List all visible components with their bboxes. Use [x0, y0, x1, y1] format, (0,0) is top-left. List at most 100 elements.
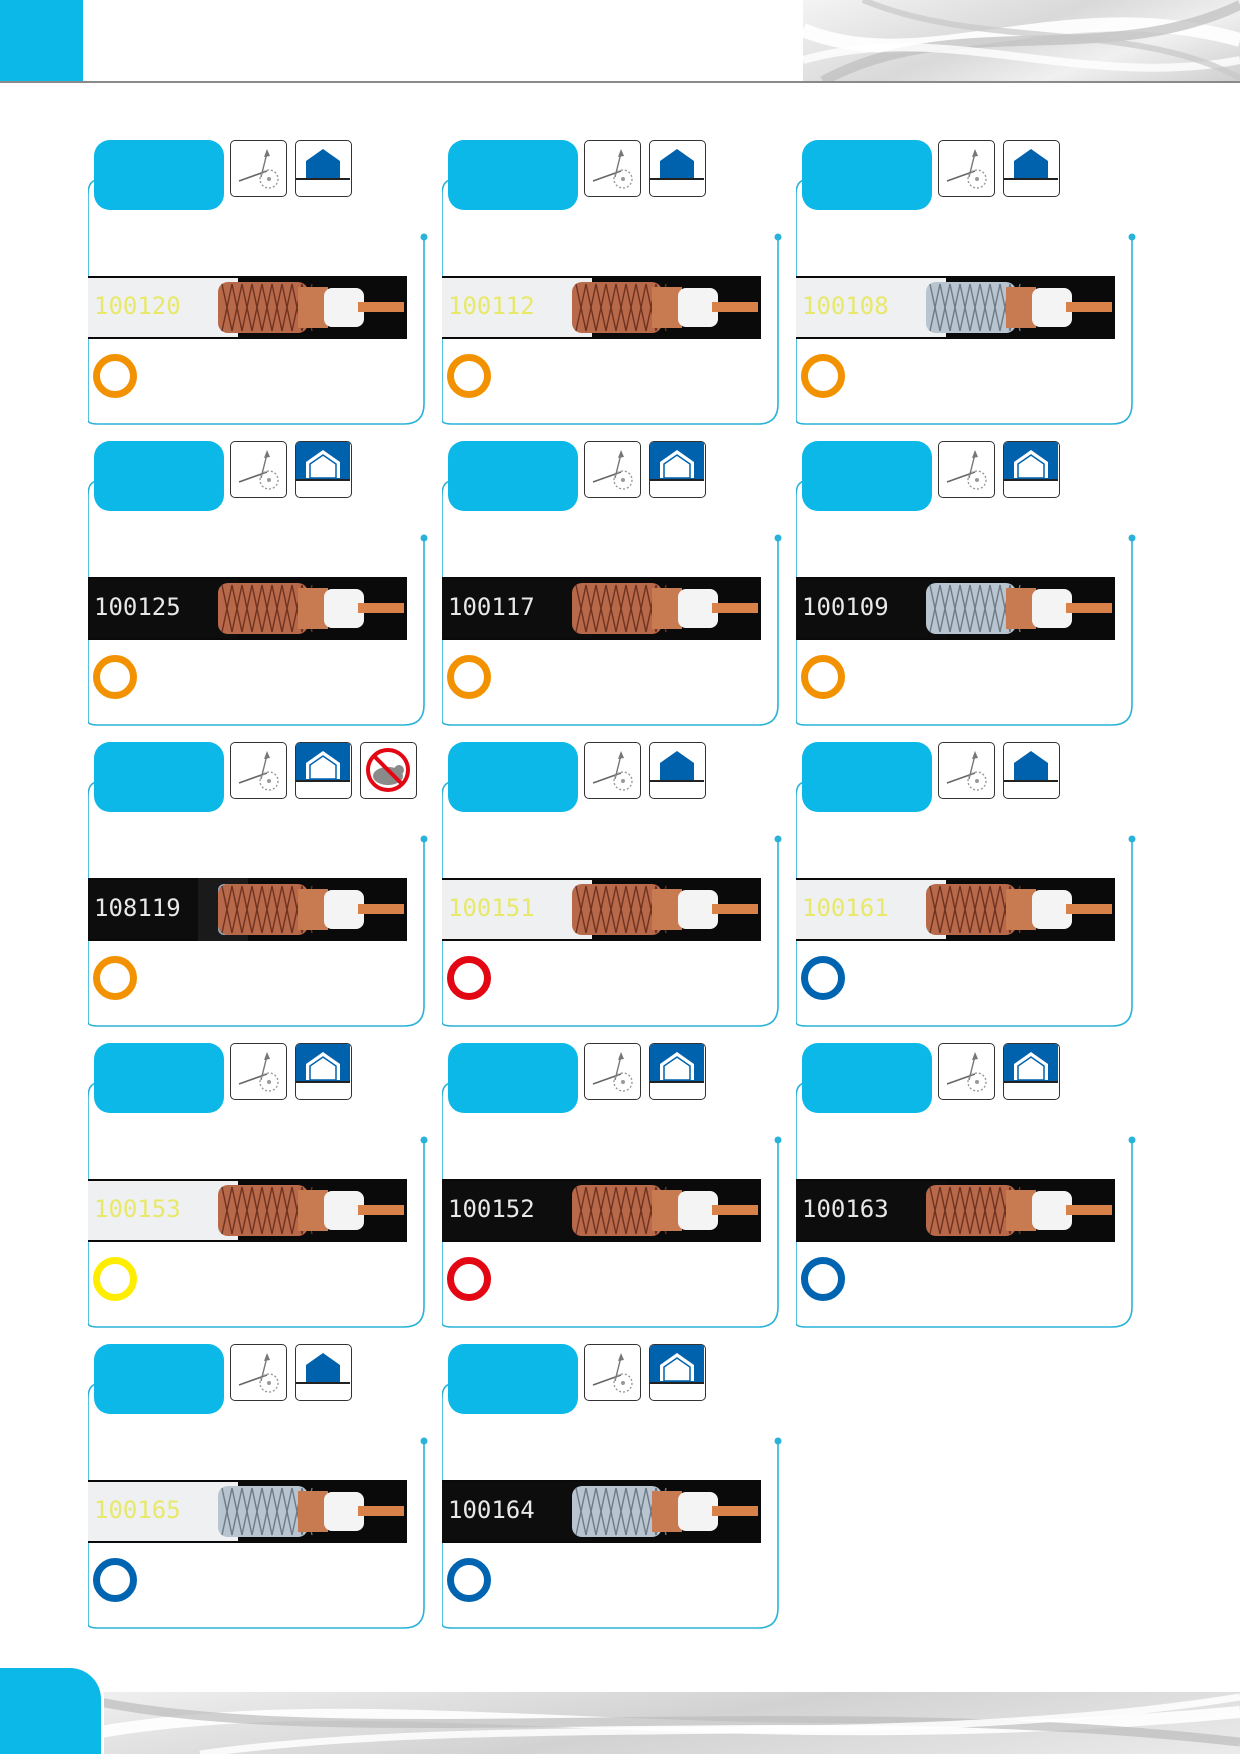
color-class-ring [93, 1558, 137, 1602]
color-class-ring [93, 956, 137, 1000]
cable-cross-section-image: 108119 [88, 878, 407, 941]
product-code: 100117 [448, 593, 535, 621]
cable-cross-section-image: 100108 [796, 276, 1115, 339]
product-card: 100164 [442, 1344, 782, 1634]
product-label-tab [802, 140, 932, 210]
product-label-tab [448, 441, 578, 511]
product-label-tab [448, 742, 578, 812]
product-label-tab [94, 140, 224, 210]
product-label-tab [802, 742, 932, 812]
header-rule [0, 81, 1240, 83]
house-icon [295, 1043, 352, 1100]
card-frame [88, 1383, 428, 1629]
color-class-ring [447, 1558, 491, 1602]
cable-cross-section-image: 100151 [442, 878, 761, 941]
card-frame [442, 1383, 782, 1629]
cable-cross-section-image: 100165 [88, 1480, 407, 1543]
product-card: 100109 [796, 441, 1136, 731]
product-code: 100151 [448, 894, 535, 922]
house-icon [1003, 140, 1060, 197]
color-class-ring [801, 354, 845, 398]
product-label-tab [448, 140, 578, 210]
card-frame [88, 480, 428, 726]
card-frame [442, 179, 782, 425]
house-icon [295, 1344, 352, 1401]
product-code: 100153 [94, 1195, 181, 1223]
product-code: 100120 [94, 292, 181, 320]
house-icon [649, 441, 706, 498]
color-class-ring [801, 956, 845, 1000]
cable-cross-section-image: 100161 [796, 878, 1115, 941]
product-card: 100163 [796, 1043, 1136, 1333]
color-class-ring [447, 354, 491, 398]
bend-radius-icon [584, 1344, 641, 1401]
bend-radius-icon [584, 441, 641, 498]
bend-radius-icon [938, 1043, 995, 1100]
bend-radius-icon [584, 1043, 641, 1100]
house-icon [1003, 441, 1060, 498]
product-code: 100163 [802, 1195, 889, 1223]
house-icon [295, 742, 352, 799]
product-label-tab [94, 441, 224, 511]
product-code: 100165 [94, 1496, 181, 1524]
product-card: 100112 [442, 140, 782, 430]
product-label-tab [94, 1344, 224, 1414]
product-code: 100164 [448, 1496, 535, 1524]
product-label-tab [802, 441, 932, 511]
header-cable-graphic [803, 0, 1240, 81]
product-card: 108119 [88, 742, 428, 1032]
color-class-ring [93, 655, 137, 699]
card-frame [442, 480, 782, 726]
card-frame [88, 781, 428, 1027]
color-class-ring [447, 956, 491, 1000]
product-code: 100109 [802, 593, 889, 621]
bend-radius-icon [938, 441, 995, 498]
house-icon [649, 1344, 706, 1401]
color-class-ring [801, 1257, 845, 1301]
cable-cross-section-image: 100163 [796, 1179, 1115, 1242]
product-card: 100117 [442, 441, 782, 731]
color-class-ring [447, 655, 491, 699]
house-icon [1003, 742, 1060, 799]
color-class-ring [447, 1257, 491, 1301]
card-frame [796, 480, 1136, 726]
product-label-tab [448, 1043, 578, 1113]
cable-cross-section-image: 100112 [442, 276, 761, 339]
bend-radius-icon [938, 742, 995, 799]
cable-cross-section-image: 100120 [88, 276, 407, 339]
cable-cross-section-image: 100164 [442, 1480, 761, 1543]
cable-cross-section-image: 100125 [88, 577, 407, 640]
bend-radius-icon [938, 140, 995, 197]
rodent-protection-icon [360, 742, 417, 799]
product-card: 100120 [88, 140, 428, 430]
house-icon [649, 742, 706, 799]
product-card: 100165 [88, 1344, 428, 1634]
house-icon [649, 140, 706, 197]
card-frame [88, 179, 428, 425]
product-label-tab [94, 742, 224, 812]
card-frame [796, 179, 1136, 425]
card-frame [442, 1082, 782, 1328]
footer-cable-graphic [100, 1692, 1240, 1754]
product-card: 100153 [88, 1043, 428, 1333]
product-label-tab [448, 1344, 578, 1414]
cable-cross-section-image: 100152 [442, 1179, 761, 1242]
bend-radius-icon [230, 1043, 287, 1100]
product-card: 100151 [442, 742, 782, 1032]
cable-cross-section-image: 100109 [796, 577, 1115, 640]
bend-radius-icon [584, 742, 641, 799]
card-frame [796, 781, 1136, 1027]
cable-cross-section-image: 100153 [88, 1179, 407, 1242]
product-label-tab [94, 1043, 224, 1113]
product-card: 100125 [88, 441, 428, 731]
product-card: 100108 [796, 140, 1136, 430]
card-frame [88, 1082, 428, 1328]
color-class-ring [801, 655, 845, 699]
bend-radius-icon [584, 140, 641, 197]
color-class-ring [93, 1257, 137, 1301]
header-accent-block [0, 0, 83, 82]
product-code: 100152 [448, 1195, 535, 1223]
product-code: 100112 [448, 292, 535, 320]
bend-radius-icon [230, 1344, 287, 1401]
product-card: 100152 [442, 1043, 782, 1333]
